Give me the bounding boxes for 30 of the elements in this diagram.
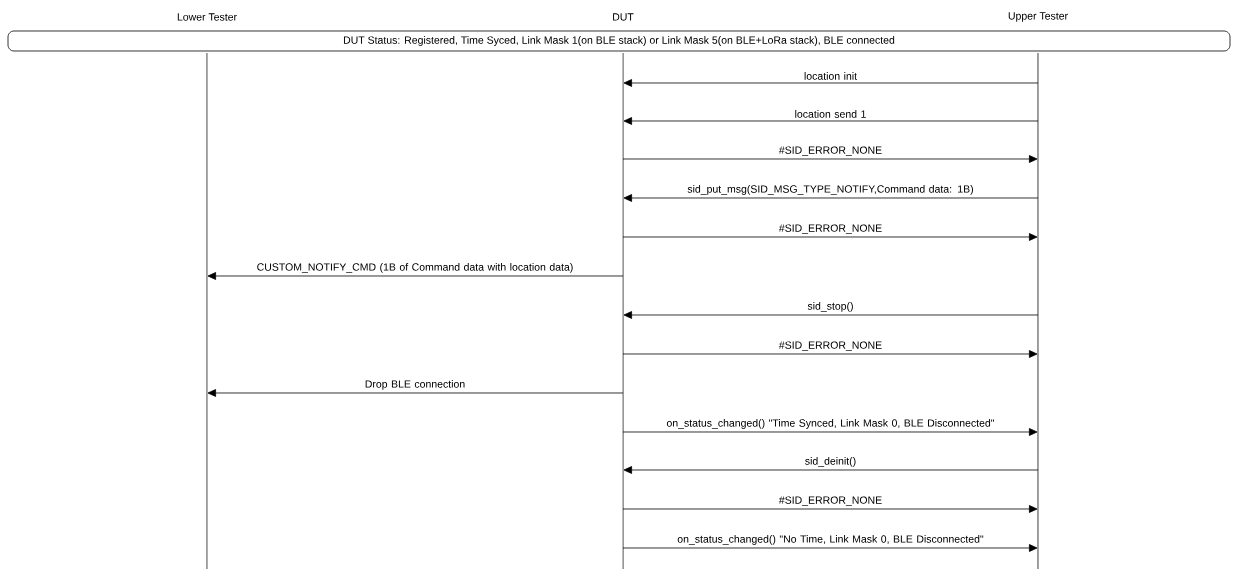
edge-label: Drop BLE connection xyxy=(365,380,465,390)
arrow xyxy=(207,389,624,397)
arrow xyxy=(623,194,1039,202)
edge-label: #SID_ERROR_NONE xyxy=(778,496,882,506)
arrow xyxy=(207,272,624,280)
arrow xyxy=(622,233,1038,241)
edge-label: sid_deinit() xyxy=(805,457,856,467)
edge-label: sid_put_msg(SID_MSG_TYPE_NOTIFY,Command data: 1B) xyxy=(687,185,973,195)
arrow xyxy=(623,117,1039,125)
edge-label: on_status_changed() "Time Synced, Link Mask 0, BLE Disconnected" xyxy=(666,419,995,429)
edge-label: on_status_changed() "No Time, Link Mask 0, BLE Disconnected" xyxy=(677,535,984,545)
arrow xyxy=(623,311,1039,319)
edge-label: #SID_ERROR_NONE xyxy=(778,146,882,156)
lifeline-header: Lower Tester xyxy=(177,13,237,21)
edge-label: CUSTOM_NOTIFY_CMD (1B of Command data with location data) xyxy=(257,263,573,273)
edge-label: location init xyxy=(804,72,857,80)
edge-label: #SID_ERROR_NONE xyxy=(778,224,882,234)
arrow xyxy=(622,505,1038,513)
edge-label: sid_stop() xyxy=(807,302,853,312)
lifeline-header: Upper Tester xyxy=(1008,12,1068,22)
arrow xyxy=(622,155,1038,163)
arrow xyxy=(622,428,1038,436)
status-box: DUT Status: Registered, Time Syced, Link Mask 1(on BLE stack) or Link Mask 5(on BLE+LoRa stack), BLE connected xyxy=(7,30,1231,52)
edge-label: location send 1 xyxy=(795,110,866,118)
edge-label: #SID_ERROR_NONE xyxy=(778,341,882,351)
lifeline-header: DUT xyxy=(613,13,634,21)
arrow xyxy=(623,466,1039,474)
arrow xyxy=(623,79,1039,87)
arrow xyxy=(622,544,1038,552)
arrow xyxy=(622,350,1038,358)
